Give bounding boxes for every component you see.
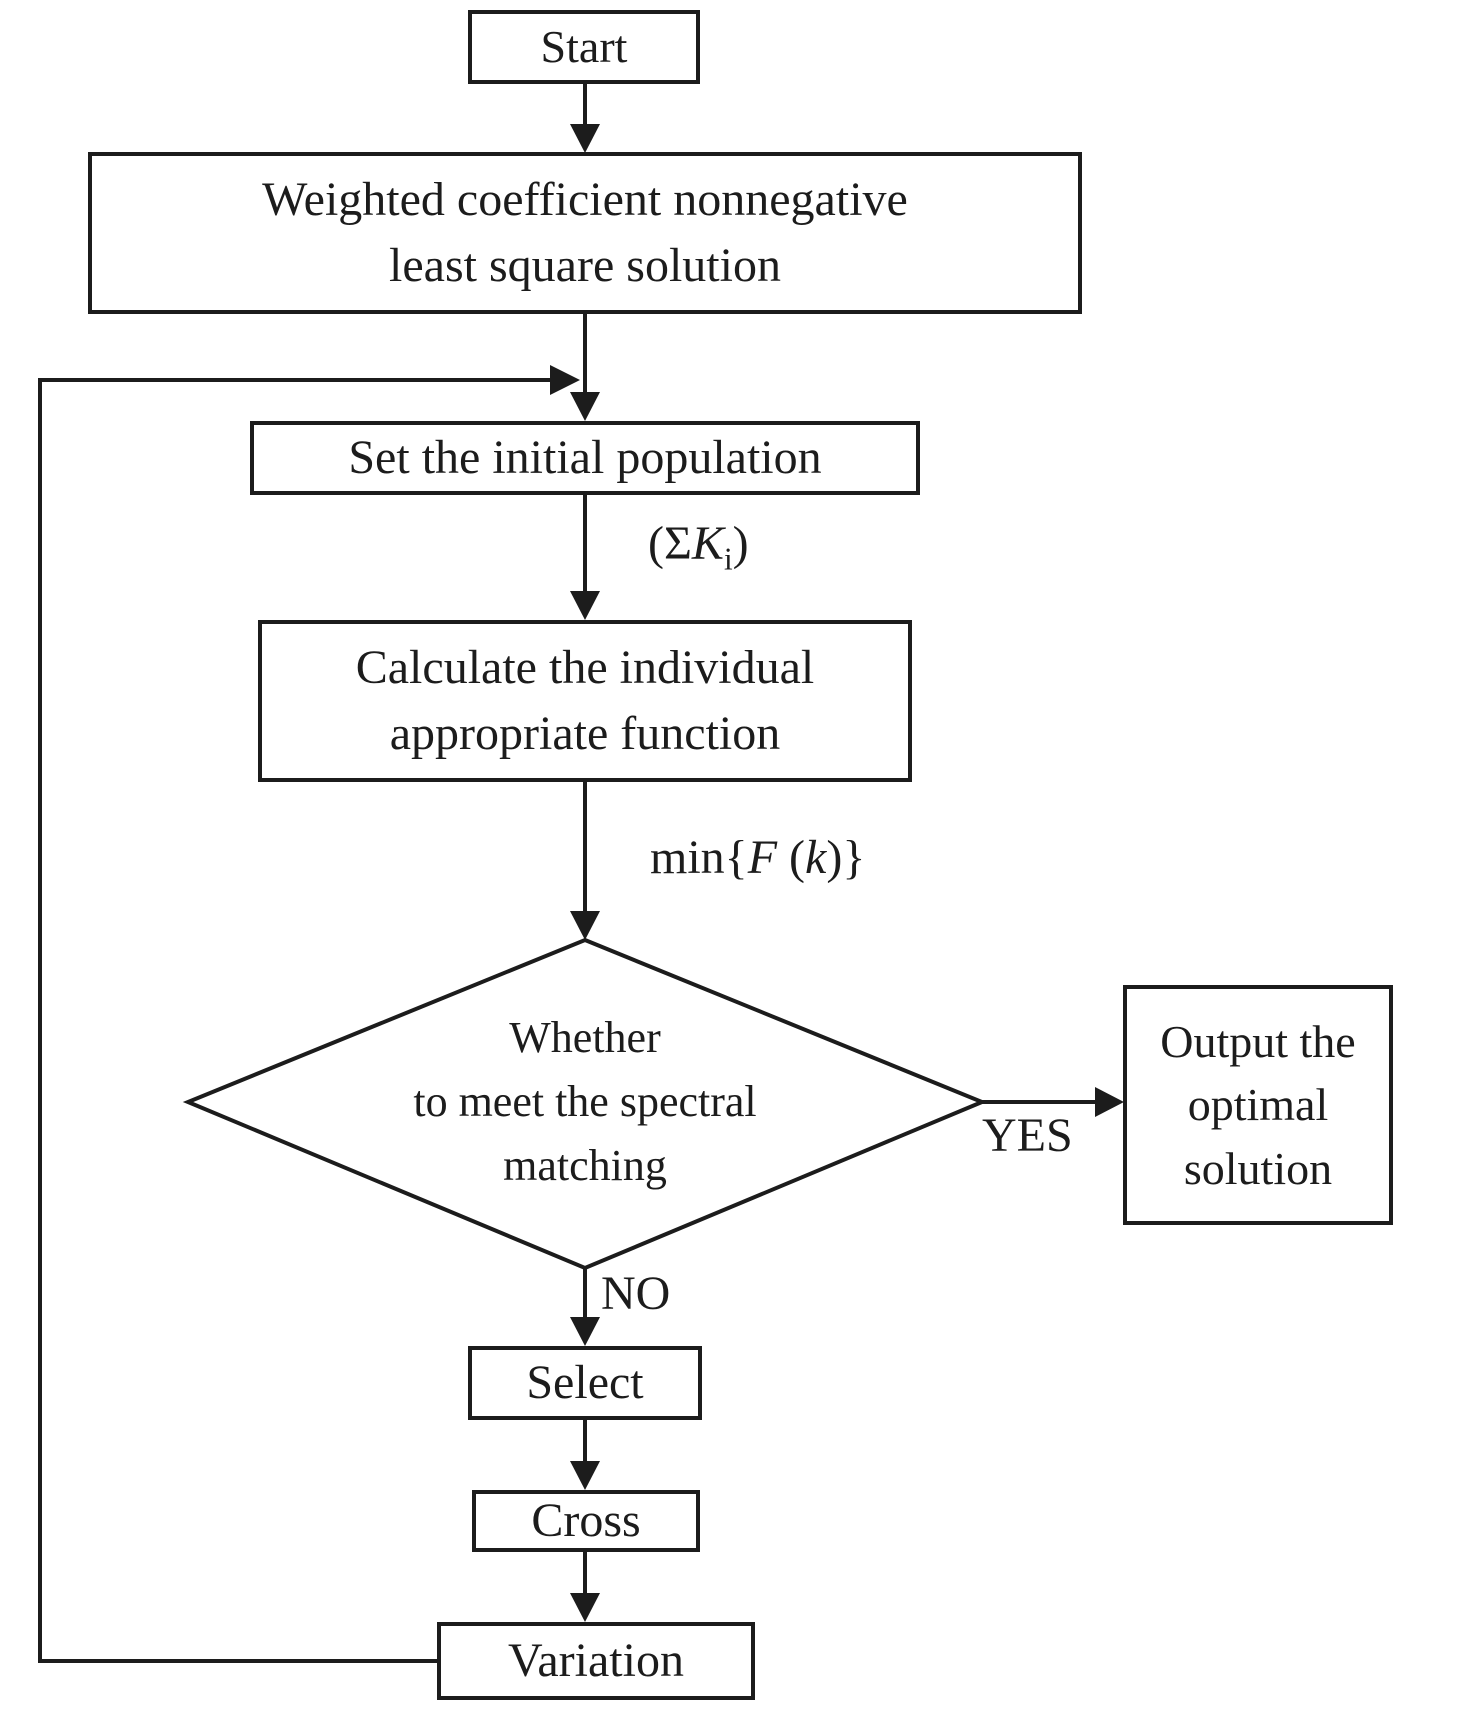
node-output-line3: solution	[1183, 1142, 1333, 1194]
min-suffix: )}	[826, 831, 866, 884]
arrow-yes-to-output	[982, 1087, 1124, 1117]
sigma-close: )	[732, 517, 749, 570]
arrow-no-to-select	[570, 1268, 600, 1346]
arrow-weighted-to-set	[570, 314, 600, 421]
edge-label-yes: YES	[982, 1109, 1073, 1162]
node-calculate-line1: Calculate the individual	[355, 640, 815, 694]
node-weighted-line2: least square solution	[389, 239, 781, 292]
node-weighted-least-square: Weighted coefficient nonnegative least s…	[88, 152, 1082, 314]
node-variation: Variation	[437, 1622, 755, 1700]
min-var-f: F	[747, 831, 778, 884]
node-select-label: Select	[526, 1355, 644, 1409]
node-start-label: Start	[540, 21, 628, 73]
min-prefix: min{	[650, 831, 748, 884]
node-weighted-line1: Weighted coefficient nonnegative	[262, 172, 908, 226]
edge-label-sigma-k: (ΣKi)	[648, 517, 749, 575]
decision-line3: matching	[503, 1140, 667, 1190]
node-calculate-line2: appropriate function	[389, 707, 781, 760]
node-start: Start	[468, 10, 700, 84]
arrow-variation-loopback	[38, 365, 580, 1663]
node-select: Select	[468, 1346, 702, 1420]
arrow-calculate-to-decision	[570, 782, 600, 940]
arrow-select-to-cross	[570, 1420, 600, 1490]
arrow-start-to-weighted	[570, 84, 600, 153]
node-calculate-function: Calculate the individual appropriate fun…	[258, 620, 912, 782]
arrow-cross-to-variation	[570, 1552, 600, 1622]
node-set-initial-population: Set the initial population	[250, 421, 920, 495]
decision-line2: to meet the spectral	[413, 1077, 757, 1127]
min-mid: (	[777, 831, 806, 884]
node-cross: Cross	[472, 1490, 700, 1552]
edge-label-no: NO	[601, 1267, 671, 1320]
node-set-population-label: Set the initial population	[348, 430, 822, 484]
decision-line1: Whether	[509, 1013, 661, 1063]
arrow-set-to-calculate	[570, 495, 600, 620]
sigma-var: K	[691, 517, 724, 570]
edge-label-min-fk: min{F (k)}	[650, 831, 866, 885]
min-var-k: k	[805, 831, 827, 884]
sigma-open: (Σ	[648, 517, 692, 570]
decision-label: Whether to meet the spectral matching	[335, 988, 835, 1216]
node-output-line2: optimal	[1187, 1079, 1329, 1131]
node-cross-label: Cross	[531, 1493, 641, 1547]
node-variation-label: Variation	[508, 1633, 684, 1687]
node-output-line1: Output the	[1160, 1015, 1356, 1067]
sigma-sub: i	[723, 541, 733, 577]
node-output-optimal-solution: Output the optimal solution	[1123, 985, 1393, 1225]
